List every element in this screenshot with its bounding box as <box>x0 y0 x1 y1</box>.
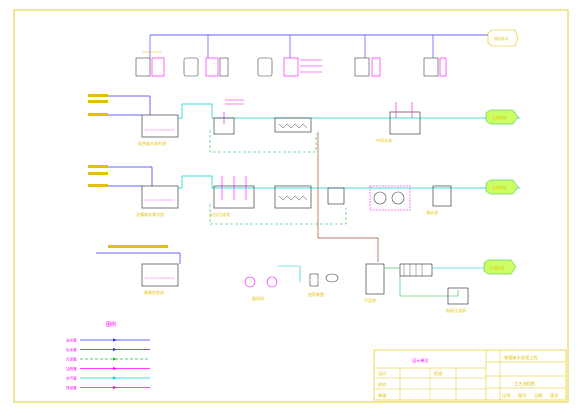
legend-item: 加药管 <box>66 366 150 371</box>
legend-item-arrow <box>113 357 117 361</box>
legend-item-label: 出水管 <box>66 347 77 352</box>
sludge-tank-label: 污泥池 <box>364 297 376 303</box>
title-block-col-rev: 版次 <box>550 392 559 399</box>
dosing-tank-5 <box>423 35 447 77</box>
drawing-border <box>13 9 569 403</box>
outlet-row1: 达标排放 <box>485 109 519 125</box>
title-block-row-approve: 批准 <box>434 370 442 377</box>
blowers-label: 鼓风机 <box>252 295 264 301</box>
title-block-row-review: 审核 <box>378 392 387 399</box>
sludge-tank: 污泥池 <box>364 263 385 303</box>
legend-item: 污泥管 <box>66 357 150 362</box>
inlet-pipes-row1 <box>88 94 151 116</box>
title-block-project: 电镀废水处理工程 <box>504 354 538 361</box>
filter-press-label: 板框压滤机 <box>446 307 466 313</box>
legend-item-arrow <box>113 385 117 390</box>
dosing-unit-row3: 加药装置 <box>299 266 339 297</box>
title-block-col-number: 图号 <box>518 393 526 399</box>
outlet-tap-water-label: 接自来水 <box>494 36 509 41</box>
title-block-row-check: 校对 <box>378 381 386 388</box>
settler-row2 <box>274 185 312 209</box>
legend-item-arrow <box>113 338 117 342</box>
legend-item: 出水管 <box>66 347 150 352</box>
legend-item-arrow <box>113 366 117 371</box>
reactor-row2: 反应沉淀池 <box>210 176 255 217</box>
filter-press <box>384 263 484 277</box>
title-block: 设计单位 电镀废水处理工程 工艺流程图 设计 校对 审核 批准 比例 图号 日期… <box>373 349 567 401</box>
tank-equalization-2-label: 含镍废水调节池 <box>136 211 164 217</box>
legend-item-label: 加药管 <box>66 366 77 371</box>
legend-item-label: 进水管 <box>66 338 77 343</box>
legend-item: 排泥管 <box>66 385 150 390</box>
dosing-tank-4 <box>354 35 381 77</box>
title-block-col-date: 日期 <box>534 393 542 399</box>
outlet-row1-label: 达标排放 <box>492 115 507 120</box>
outlet-row2: 达标排放 <box>485 179 519 195</box>
title-block-drawing: 工艺流程图 <box>514 380 535 387</box>
outlet-row2-label: 达标排放 <box>492 185 507 190</box>
sludge-brown-line <box>317 132 379 262</box>
dosing-tank-2 <box>183 35 229 77</box>
tank-equalization-1: 综合废水调节池 <box>138 114 179 146</box>
clean-tank-row2-label: 清水池 <box>426 209 438 215</box>
dosing-unit-label: 加药装置 <box>308 291 324 297</box>
settler-row1 <box>274 117 312 133</box>
filters-row2 <box>369 185 411 211</box>
pipe-row2-main <box>178 175 520 189</box>
mbr-row1-label: 中间水池 <box>376 137 392 143</box>
mbr-row1: 中间水池 <box>376 102 421 143</box>
tank-emergency-label: 事故应急池 <box>144 289 164 295</box>
tank-equalization-2: 含镍废水调节池 <box>136 185 179 217</box>
reactor-row1 <box>213 112 235 135</box>
legend-title: 图例 <box>106 321 116 328</box>
legend-item-label: 排泥管 <box>66 385 77 390</box>
tank-emergency: 事故应急池 <box>141 263 179 295</box>
title-block-company: 设计单位 <box>412 357 429 364</box>
sludge-dashed-row1 <box>209 130 317 153</box>
clean-tank-row2: 清水池 <box>426 185 452 215</box>
tank-equalization-1-label: 综合废水调节池 <box>138 140 166 146</box>
inlet-row3 <box>96 245 181 264</box>
inlet-pipes-row2 <box>88 165 153 187</box>
outlet-row3-label: 污泥外运 <box>490 265 505 270</box>
reactor-row2-label: 反应沉淀池 <box>210 211 230 217</box>
intermediate-tank-row2 <box>327 187 345 205</box>
blowers: 鼓风机 <box>244 265 300 301</box>
legend-item: 空气管 <box>66 376 150 381</box>
legend-item: 进水管 <box>66 338 150 343</box>
sludge-dashed-row2 <box>209 204 347 225</box>
sludge-loop: 板框压滤机 <box>399 276 469 313</box>
dosing-tank-1 <box>135 35 165 77</box>
dosing-tank-3 <box>257 35 322 77</box>
title-block-row-design: 设计 <box>378 370 386 377</box>
legend-item-label: 污泥管 <box>66 357 77 362</box>
legend-item-arrow <box>113 347 117 352</box>
pipe-row1-main <box>178 99 520 119</box>
legend-item-label: 空气管 <box>66 376 77 381</box>
title-block-col-scale: 比例 <box>502 392 510 399</box>
outlet-tap-water: 接自来水 <box>487 29 519 47</box>
legend-item-arrow <box>113 376 117 380</box>
outlet-row3: 污泥外运 <box>483 259 517 275</box>
